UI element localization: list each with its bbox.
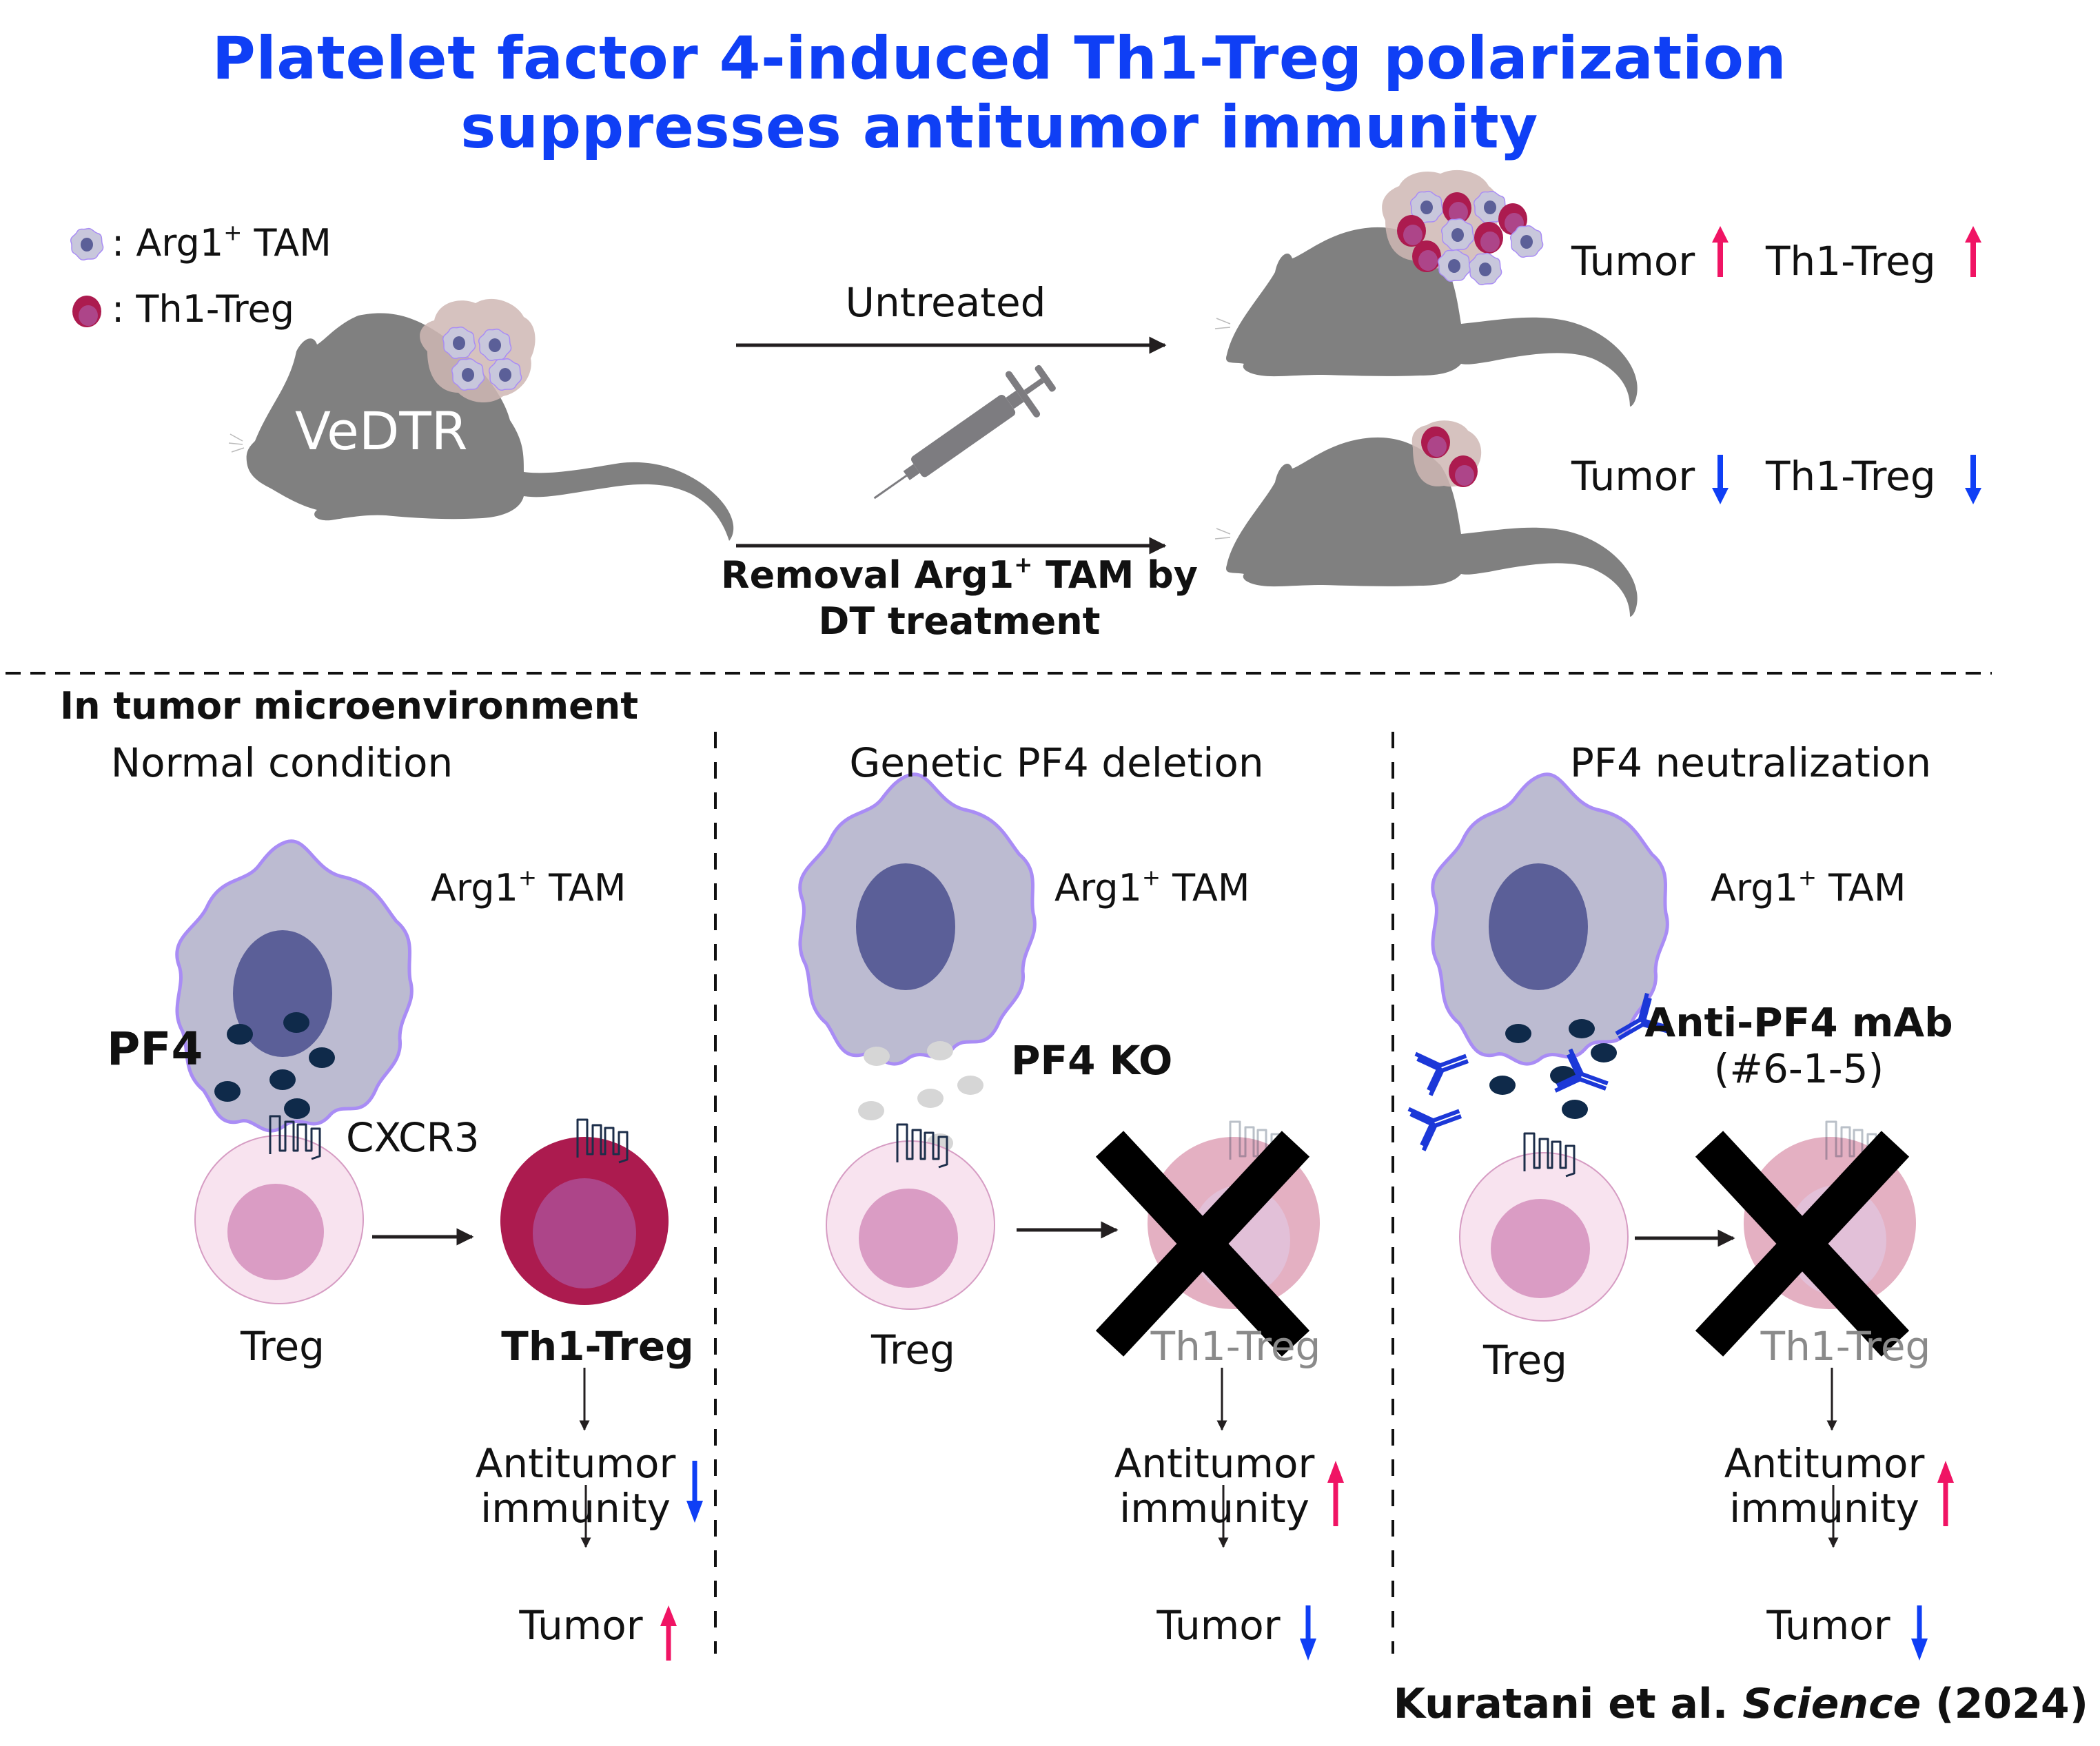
- panel-title-genetic: Genetic PF4 deletion: [849, 739, 1264, 786]
- treg-label: Treg: [241, 1323, 325, 1370]
- tam-label: Arg1+ TAM: [1054, 864, 1250, 910]
- immunity-label-line1: Antitumor: [1724, 1440, 1925, 1487]
- immunity-label-line2: immunity: [480, 1485, 671, 1532]
- anti-pf4-mab-label: Anti-PF4 mAb: [1644, 999, 1953, 1046]
- immunity-label-line1: Antitumor: [475, 1440, 676, 1487]
- panel-genetic-graphics: [800, 774, 1344, 1661]
- th1-treg-label: Th1-Treg: [501, 1323, 694, 1370]
- tam-label: Arg1+ TAM: [431, 864, 626, 910]
- treatment-label-line1: Removal Arg1+ TAM by: [721, 551, 1198, 597]
- immunity-label-line2: immunity: [1729, 1485, 1919, 1532]
- legend-item-th1-treg: : Th1-Treg: [112, 287, 295, 331]
- tam-cell-icon: [800, 774, 1035, 1064]
- antibody-icon: [1416, 1038, 1475, 1095]
- title-line-1: Platelet factor 4-induced Th1-Treg polar…: [212, 24, 1787, 93]
- title-line-2: suppresses antitumor immunity: [460, 93, 1538, 162]
- panel-title-neutralization: PF4 neutralization: [1569, 739, 1932, 786]
- legend-item-arg1-tam: : Arg1+ TAM: [112, 219, 332, 265]
- outcome-th1treg-untreated: Th1-Treg: [1766, 238, 1936, 285]
- panel-normal-graphics: [177, 841, 703, 1661]
- untreated-label: Untreated: [845, 279, 1046, 326]
- section-heading: In tumor microenvironment: [60, 684, 639, 728]
- antibody-icon: [1409, 1093, 1468, 1150]
- arg1-tam-cell-icon: [70, 227, 104, 261]
- mouse-untreated: [1214, 170, 1638, 407]
- tam-cell-icon: [177, 841, 412, 1131]
- pf4-ko-dots: [858, 1041, 983, 1153]
- tam-cell-icon: [1433, 774, 1668, 1064]
- blocked-x-icon: [1695, 1131, 1910, 1357]
- tumor-label: Tumor: [1156, 1602, 1281, 1649]
- pf4-dots: [214, 1012, 335, 1119]
- tam-label: Arg1+ TAM: [1711, 864, 1906, 910]
- th1-treg-cell-icon: [72, 296, 101, 327]
- citation: Kuratani et al. Science (2024): [1393, 1680, 2088, 1728]
- outcome-arrows: [1712, 226, 1981, 504]
- mouse-vedtr: [228, 298, 734, 541]
- mouse-label: VeDTR: [295, 400, 468, 462]
- th1-treg-label-blocked: Th1-Treg: [1760, 1323, 1931, 1370]
- panel-title-normal: Normal condition: [110, 739, 453, 786]
- syringe-icon: [873, 364, 1056, 500]
- tumor-label: Tumor: [519, 1602, 643, 1649]
- tumor-label: Tumor: [1766, 1602, 1890, 1649]
- th1-treg-label-blocked: Th1-Treg: [1150, 1323, 1321, 1370]
- treatment-label-line2: DT treatment: [818, 599, 1101, 643]
- blocked-x-icon: [1095, 1131, 1310, 1357]
- outcome-th1treg-treated: Th1-Treg: [1766, 453, 1936, 500]
- mouse-treated: [1214, 420, 1638, 617]
- outcome-tumor-treated: Tumor: [1571, 453, 1695, 500]
- antibody-pf4-complexes: [1409, 994, 1669, 1151]
- treg-label: Treg: [871, 1326, 955, 1373]
- treg-label: Treg: [1483, 1337, 1567, 1384]
- pf4-label: PF4: [107, 1023, 203, 1076]
- immunity-label-line2: immunity: [1119, 1485, 1309, 1532]
- pf4-ko-label: PF4 KO: [1011, 1037, 1173, 1084]
- immunity-label-line1: Antitumor: [1114, 1440, 1315, 1487]
- panel-neutralization-graphics: [1409, 774, 1954, 1661]
- outcome-tumor-untreated: Tumor: [1571, 238, 1695, 285]
- mab-clone-label: (#6-1-5): [1713, 1045, 1884, 1092]
- cxcr3-label: CXCR3: [346, 1114, 480, 1161]
